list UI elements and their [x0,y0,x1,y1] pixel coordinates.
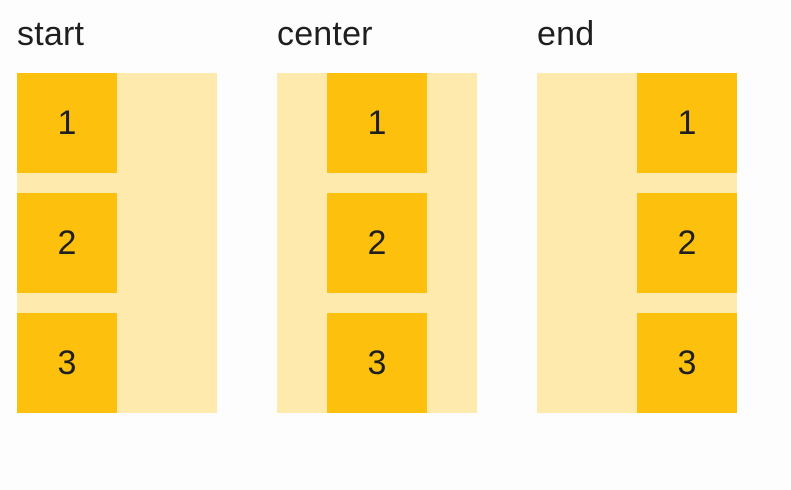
grid-item: 2 [327,193,427,293]
alignment-example-start: start 1 2 3 [17,14,217,413]
alignment-example-center: center 1 2 3 [277,14,477,413]
alignment-label-start: start [17,15,85,53]
alignment-container-start: 1 2 3 [17,73,217,413]
grid-item: 1 [637,73,737,173]
alignment-label-center: center [277,15,373,53]
grid-item: 2 [17,193,117,293]
alignment-label-end: end [537,15,595,53]
grid-item: 3 [327,313,427,413]
grid-item: 3 [637,313,737,413]
alignment-container-end: 1 2 3 [537,73,737,413]
alignment-example-end: end 1 2 3 [537,14,737,413]
grid-item: 1 [327,73,427,173]
alignment-examples-row: start 1 2 3 center 1 2 3 end 1 2 3 [17,14,791,413]
grid-item: 2 [637,193,737,293]
grid-item: 3 [17,313,117,413]
grid-item: 1 [17,73,117,173]
alignment-container-center: 1 2 3 [277,73,477,413]
